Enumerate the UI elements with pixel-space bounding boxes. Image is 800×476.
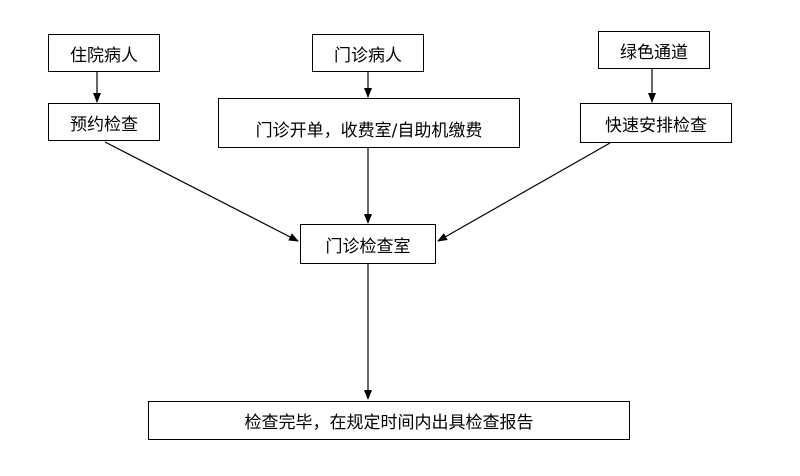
node-outpatient-label: 门诊病人 <box>334 45 402 66</box>
node-exam-report: 检查完毕，在规定时间内出具检查报告 <box>148 401 630 440</box>
node-fast-arrange-exam: 快速安排检查 <box>580 103 732 143</box>
node-outpatient-exam-room-label: 门诊检查室 <box>325 236 411 257</box>
arrow-fast-to-examroom <box>437 142 611 242</box>
node-outpatient-exam-room: 门诊检查室 <box>300 224 436 264</box>
node-outpatient-billing: 门诊开单，收费室/自助机缴费 <box>218 98 520 148</box>
node-inpatient-label: 住院病人 <box>70 45 138 66</box>
node-outpatient-billing-label: 门诊开单，收费室/自助机缴费 <box>255 121 483 141</box>
arrow-appointment-to-examroom <box>104 141 299 242</box>
node-green-channel: 绿色通道 <box>598 31 710 69</box>
node-green-channel-label: 绿色通道 <box>620 42 688 63</box>
node-appointment-exam: 预约检查 <box>48 103 160 141</box>
node-inpatient: 住院病人 <box>48 34 160 72</box>
node-fast-arrange-exam-label: 快速安排检查 <box>605 115 707 136</box>
node-outpatient: 门诊病人 <box>312 34 424 72</box>
node-exam-report-label: 检查完毕，在规定时间内出具检查报告 <box>244 413 534 433</box>
node-appointment-exam-label: 预约检查 <box>70 114 138 135</box>
